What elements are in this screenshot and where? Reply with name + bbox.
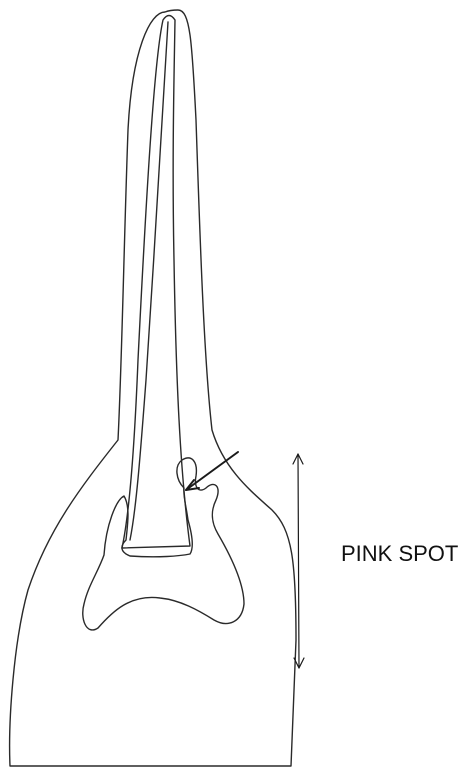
pulp-canal-inner xyxy=(130,22,168,540)
pulp-canal xyxy=(122,16,190,549)
tooth-outline xyxy=(10,10,296,766)
extent-arrow xyxy=(293,454,304,668)
pink-spot-label: PINK SPOT xyxy=(341,541,458,566)
resorption-region xyxy=(83,458,244,630)
